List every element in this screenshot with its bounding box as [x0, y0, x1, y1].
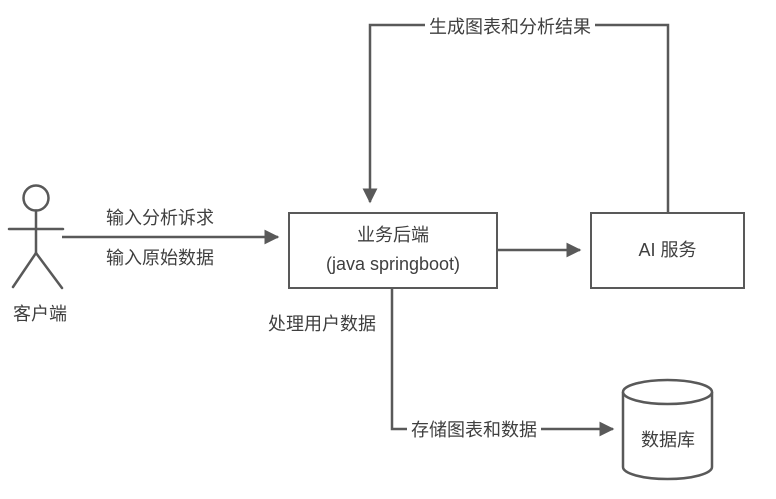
edge-label-store-charts-data: 存储图表和数据 [407, 416, 541, 442]
client-node-label: 客户端 [13, 304, 67, 324]
edge-ai-to-backend-loop [362, 23, 670, 212]
database-cylinder-icon [621, 378, 714, 481]
edge-label-process-user-data: 处理用户数据 [268, 314, 376, 334]
backend-node: 业务后端 (java springboot) [288, 212, 498, 289]
edge-label-input-raw-data: 输入原始数据 [106, 248, 214, 268]
edge-label-input-analysis: 输入分析诉求 [106, 208, 214, 228]
stick-figure-icon [7, 184, 65, 290]
ai-service-node: AI 服务 [590, 212, 745, 289]
edge-label-generate-results: 生成图表和分析结果 [425, 13, 595, 39]
edge-backend-to-database [390, 289, 615, 437]
ai-service-node-label: AI 服务 [638, 239, 697, 260]
database-node-label: 数据库 [641, 430, 695, 450]
backend-node-label-line2: (java springboot) [325, 254, 461, 274]
backend-node-label-line1: 业务后端 [357, 225, 429, 246]
